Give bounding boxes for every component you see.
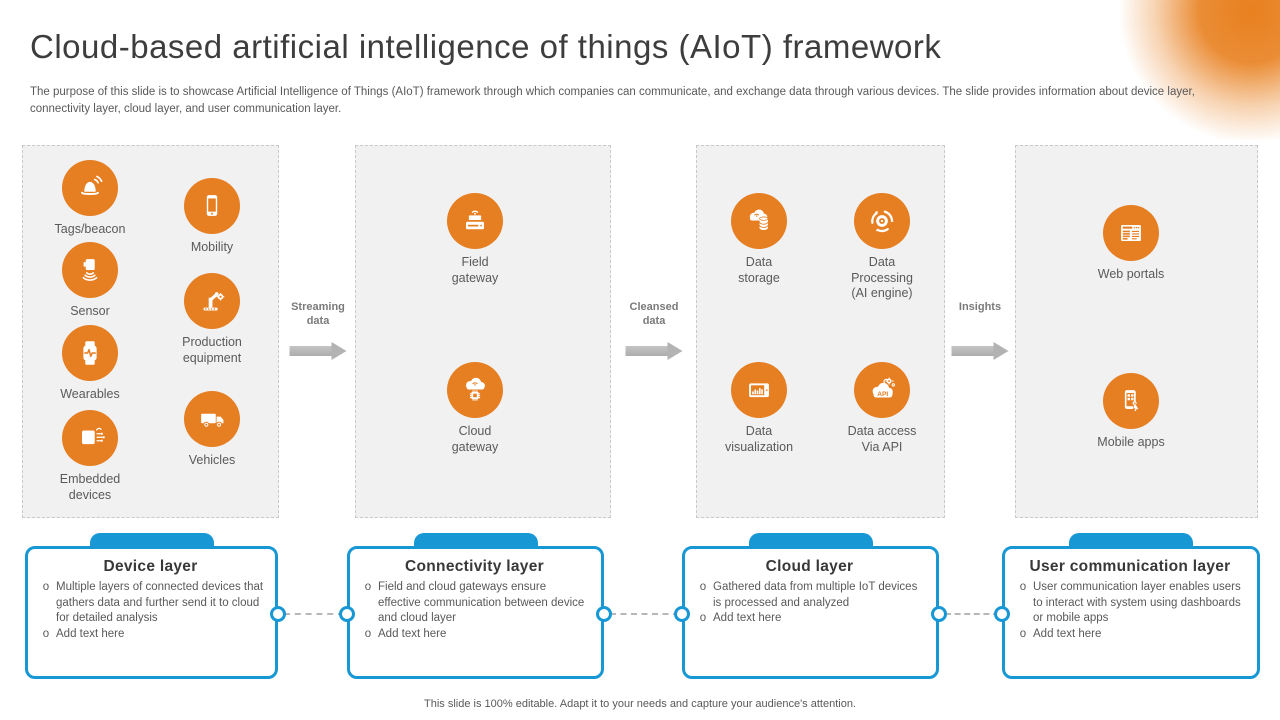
icon-label: Sensor xyxy=(70,304,110,318)
flow-label: Insights xyxy=(958,301,1002,313)
cloud-database-icon xyxy=(731,193,787,249)
truck-icon xyxy=(184,391,240,447)
corner-decoration xyxy=(1120,0,1280,140)
box-title: User communication layer xyxy=(1029,558,1231,575)
flow-label: Cleansed data xyxy=(629,301,679,328)
icon-label: Production equipment xyxy=(182,335,242,365)
connector-line xyxy=(945,613,999,615)
user-item-mobile-apps: Mobile apps xyxy=(1081,373,1181,451)
icon-label: Tags/beacon xyxy=(54,222,126,236)
icon-label: Cloud gateway xyxy=(451,424,499,454)
connectivity-layer-panel: Field gateway Cloud gate xyxy=(355,145,611,518)
device-item-embedded-devices: Embedded devices xyxy=(45,410,135,503)
icon-label: Data visualization xyxy=(724,424,794,454)
footer-note: This slide is 100% editable. Adapt it to… xyxy=(424,698,856,710)
device-item-mobility: Mobility xyxy=(162,178,262,256)
embedded-chip-icon xyxy=(62,410,118,466)
icon-label: Mobile apps xyxy=(1097,435,1165,449)
connectivity-item-field-gateway: Field gateway xyxy=(440,193,510,286)
right-arrow-icon xyxy=(625,342,683,360)
connector-dot xyxy=(994,606,1010,622)
connector-dot xyxy=(931,606,947,622)
browser-window-icon xyxy=(1103,205,1159,261)
svg-text:API: API xyxy=(877,391,888,398)
api-cloud-icon: API xyxy=(854,362,910,418)
process-gear-icon xyxy=(854,193,910,249)
device-item-vehicles: Vehicles xyxy=(162,391,262,469)
device-item-sensor: Sensor xyxy=(40,242,140,320)
icon-label: Data access Via API xyxy=(847,424,917,454)
chart-tablet-icon xyxy=(731,362,787,418)
cloud-gateway-icon xyxy=(447,362,503,418)
icon-label: Embedded devices xyxy=(59,472,121,502)
device-item-tags-beacon: Tags/beacon xyxy=(40,160,140,238)
smartwatch-icon xyxy=(62,325,118,381)
device-layer-panel: Tags/beacon Mobility xyxy=(22,145,279,518)
cloud-item-data-storage: Data storage xyxy=(729,193,789,286)
icon-label: Vehicles xyxy=(188,453,236,467)
slide-description: The purpose of this slide is to showcase… xyxy=(30,86,1195,115)
field-gateway-icon xyxy=(447,193,503,249)
robotic-arm-icon xyxy=(184,273,240,329)
connector-dot xyxy=(596,606,612,622)
icon-label: Field gateway xyxy=(451,255,499,285)
device-item-wearables: Wearables xyxy=(40,325,140,403)
smartphone-icon xyxy=(184,178,240,234)
icon-label: Web portals xyxy=(1097,267,1165,281)
box-title: Device layer xyxy=(103,558,198,575)
user-communication-layer-panel: Web portals Mobile apps xyxy=(1015,145,1258,518)
connector-dot xyxy=(674,606,690,622)
cloud-layer-panel: Data storage xyxy=(696,145,945,518)
right-arrow-icon xyxy=(951,342,1009,360)
icon-label: Mobility xyxy=(190,240,234,254)
icon-label: Wearables xyxy=(60,387,120,401)
page-title: Cloud-based artificial intelligence of t… xyxy=(30,28,942,65)
cloud-item-data-visualization: Data visualization xyxy=(719,362,799,455)
box-title: Cloud layer xyxy=(765,558,854,575)
mobile-tap-icon xyxy=(1103,373,1159,429)
cloud-item-data-processing: Data Processing (AI engine) xyxy=(842,193,922,302)
icon-label: Data storage xyxy=(738,255,780,285)
connector-dot xyxy=(339,606,355,622)
right-arrow-icon xyxy=(289,342,347,360)
flow-cleansed-data: Cleansed data xyxy=(617,300,691,360)
flow-streaming-data: Streaming data xyxy=(281,300,355,360)
connector-dot xyxy=(270,606,286,622)
user-item-web-portals: Web portals xyxy=(1081,205,1181,283)
icon-label: Data Processing (AI engine) xyxy=(851,255,913,301)
beacon-bell-icon xyxy=(62,160,118,216)
device-item-production-equipment: Production equipment xyxy=(167,273,257,366)
flow-insights: Insights xyxy=(948,300,1012,360)
flow-label: Streaming data xyxy=(291,301,345,328)
connectivity-item-cloud-gateway: Cloud gateway xyxy=(440,362,510,455)
connector-line xyxy=(284,613,344,615)
cloud-item-data-access-api: API Data access Via API xyxy=(842,362,922,455)
box-title: Connectivity layer xyxy=(405,558,544,575)
connector-line xyxy=(610,613,679,615)
sensor-waves-icon xyxy=(62,242,118,298)
